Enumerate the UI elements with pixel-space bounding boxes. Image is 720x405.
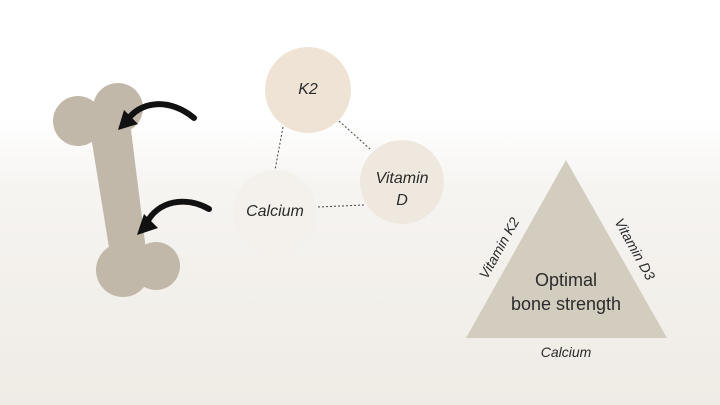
- bone-icon: [53, 83, 180, 297]
- node-k2-text: K2: [298, 81, 318, 98]
- node-k2: [265, 47, 351, 133]
- node-calcium-text: Calcium: [246, 203, 304, 220]
- triangle-center-label: Optimal bone strength: [486, 268, 646, 316]
- triangle-shape: [466, 160, 667, 338]
- node-vitamin-d-line1: Vitamin: [375, 170, 429, 187]
- triangle-base-label: Calcium: [540, 344, 592, 360]
- node-k2-label: K2: [268, 79, 348, 101]
- arrow-icon: [137, 198, 212, 235]
- node-vitamin-d-label: Vitamin D: [362, 168, 442, 212]
- node-vitamin-d-line2: D: [396, 192, 408, 209]
- node-calcium-label: Calcium: [235, 201, 315, 223]
- node-connectors: [274, 120, 371, 208]
- node-calcium: [233, 170, 317, 254]
- arrow-icon: [118, 101, 197, 130]
- triangle-center-line1: Optimal: [534, 270, 597, 290]
- node-vitamin-d: [360, 140, 444, 224]
- triangle-center-line2: bone strength: [510, 294, 622, 314]
